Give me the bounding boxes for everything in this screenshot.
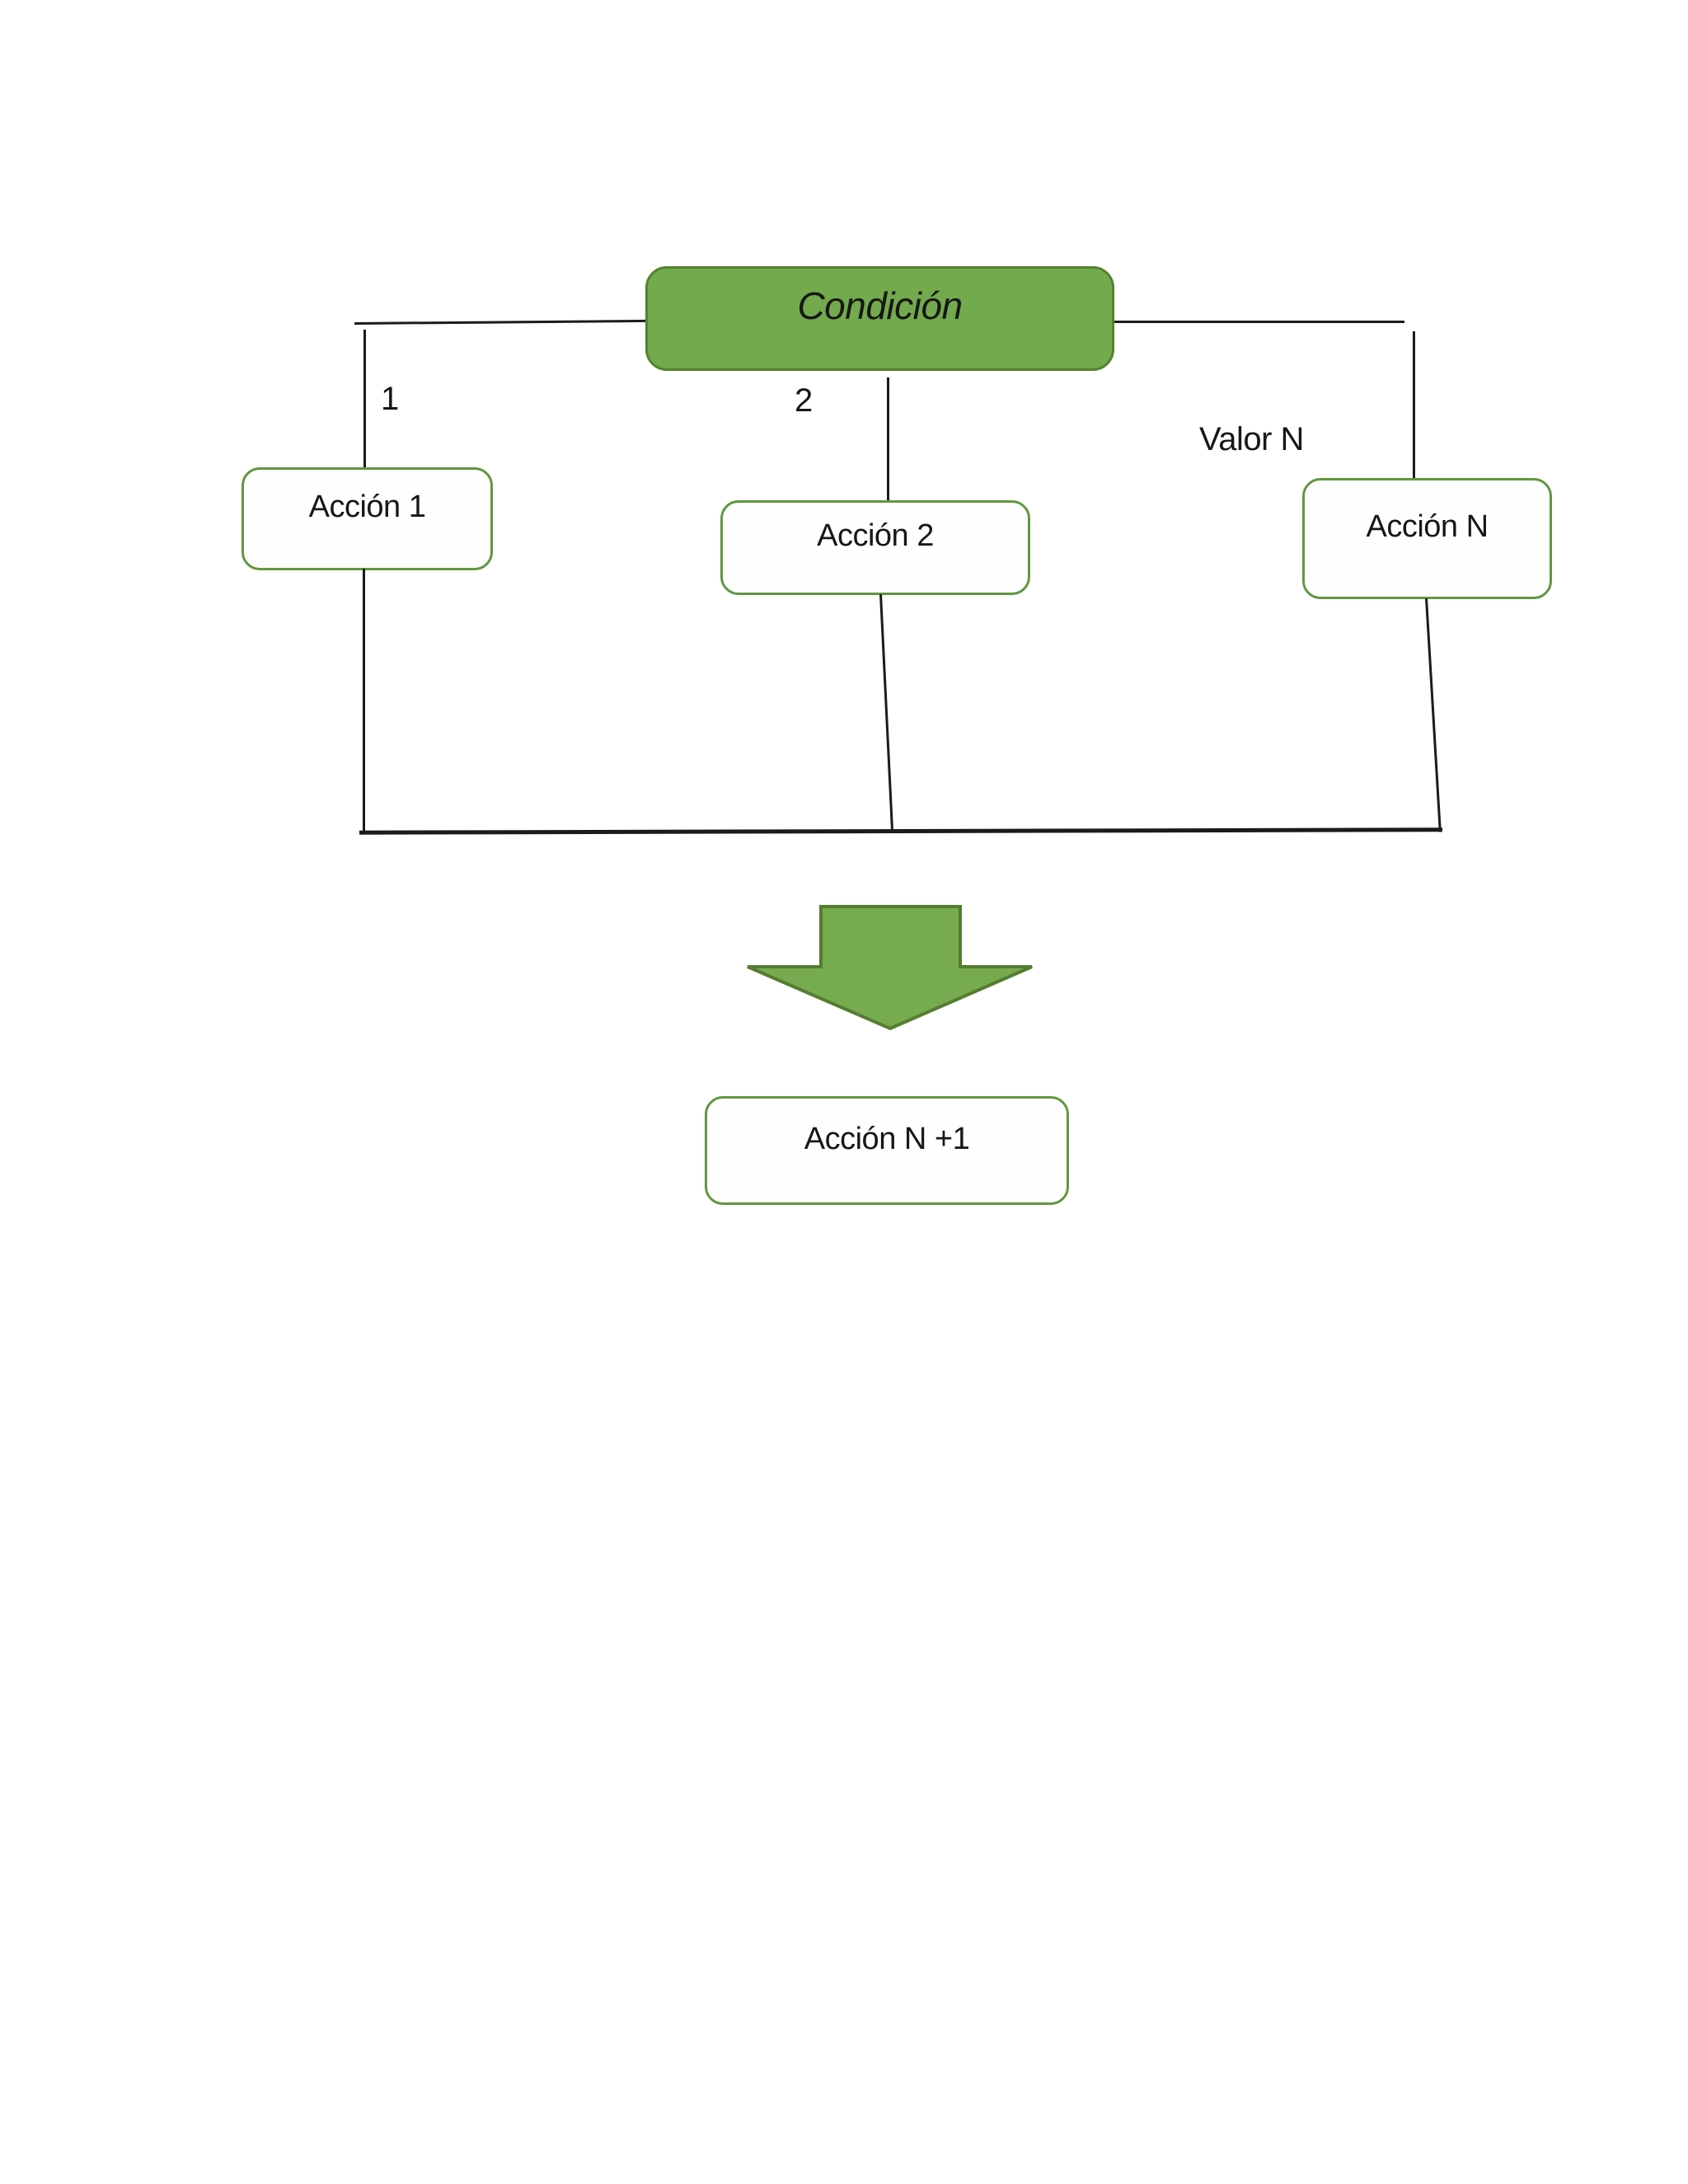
- action-1-node: Acción 1: [241, 467, 493, 570]
- action-n-plus-1-node: Acción N +1: [705, 1096, 1069, 1205]
- connector-top-left-horizontal: [354, 319, 646, 325]
- down-arrow-icon: [747, 905, 1033, 1031]
- branch-2-value-label: 2: [795, 382, 813, 419]
- branch-1-value-label: 1: [381, 381, 399, 417]
- action-n-label: Acción N: [1366, 509, 1489, 544]
- connector-branch2-lower-vertical: [879, 593, 894, 832]
- action-2-node: Acción 2: [720, 500, 1030, 595]
- condition-node: Condición: [645, 266, 1114, 371]
- branch-n-value-label: Valor N: [1199, 421, 1304, 457]
- action-2-label: Acción 2: [817, 518, 934, 553]
- down-arrow-shape: [747, 905, 1033, 1031]
- action-n-node: Acción N: [1302, 478, 1552, 599]
- action-n-plus-1-label: Acción N +1: [804, 1121, 970, 1156]
- connector-branch2-upper-vertical: [887, 377, 889, 503]
- connector-branch3-lower-vertical: [1425, 598, 1442, 832]
- connector-branch1-upper-vertical: [363, 330, 366, 468]
- connector-branch1-lower-vertical: [363, 569, 365, 832]
- connector-branch3-upper-vertical: [1413, 331, 1415, 480]
- connector-merge-horizontal: [359, 827, 1443, 835]
- condition-label: Condición: [797, 284, 963, 327]
- action-1-label: Acción 1: [308, 490, 426, 524]
- connector-top-right-horizontal: [1114, 321, 1404, 323]
